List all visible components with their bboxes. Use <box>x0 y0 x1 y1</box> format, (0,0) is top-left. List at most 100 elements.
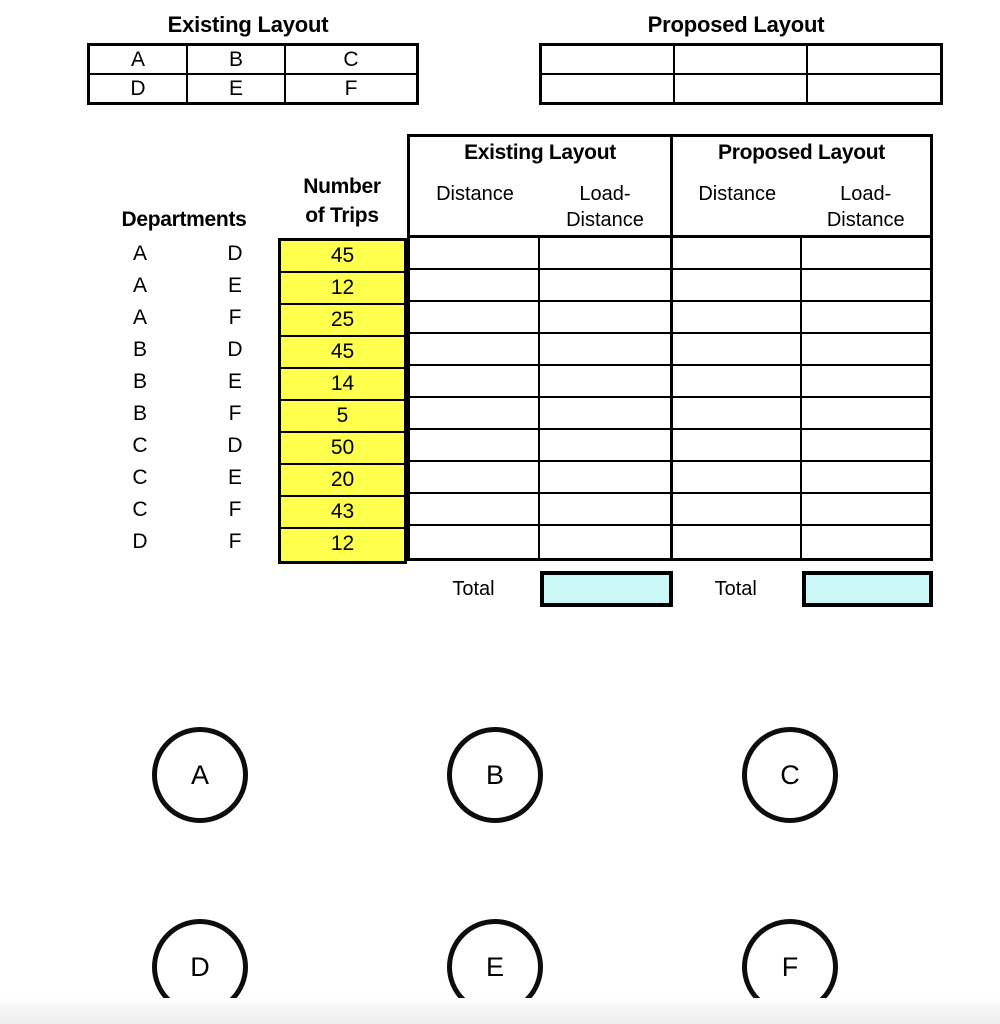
existing-layout-cell-b[interactable]: B <box>186 43 286 75</box>
proposed-measure-row <box>673 302 930 334</box>
existing-distance-cell[interactable] <box>410 398 540 428</box>
existing-measure-row <box>410 366 670 398</box>
department-from: B <box>132 402 147 425</box>
proposed-distance-cell[interactable] <box>673 398 802 428</box>
existing-layout-measures-header: Existing Layout Distance Load- Distance <box>410 137 670 238</box>
existing-layout-cell-a[interactable]: A <box>87 43 188 75</box>
proposed-layout-group-title: Proposed Layout <box>717 141 886 164</box>
existing-layout-cell-e[interactable]: E <box>186 73 286 105</box>
number-of-trips-cell[interactable]: 5 <box>281 401 404 433</box>
department-circle-a[interactable]: A <box>152 727 248 823</box>
existing-distance-column-header: Distance <box>436 183 514 205</box>
department-circle-f[interactable]: F <box>742 919 838 1015</box>
proposed-load-distance-cell[interactable] <box>801 398 930 428</box>
number-of-trips-cell[interactable]: 45 <box>281 337 404 369</box>
department-circle-d[interactable]: D <box>152 919 248 1015</box>
proposed-layout-cell-5[interactable] <box>673 73 808 105</box>
proposed-total-row: Total <box>670 571 933 607</box>
existing-layout-subheaders: Distance Load- Distance <box>410 181 670 233</box>
proposed-distance-cell[interactable] <box>673 334 802 364</box>
department-circle-c[interactable]: C <box>742 727 838 823</box>
proposed-load-distance-cell[interactable] <box>801 334 930 364</box>
proposed-distance-cell[interactable] <box>673 494 802 524</box>
department-to: D <box>227 338 243 361</box>
existing-total-value[interactable] <box>540 571 673 607</box>
existing-load-distance-cell[interactable] <box>540 494 670 524</box>
number-of-trips-cell[interactable]: 12 <box>281 273 404 305</box>
proposed-layout-row <box>539 73 943 105</box>
existing-load-distance-cell[interactable] <box>540 334 670 364</box>
proposed-measure-row <box>673 366 930 398</box>
proposed-load-distance-cell[interactable] <box>801 238 930 268</box>
existing-distance-cell[interactable] <box>410 494 540 524</box>
existing-load-distance-cell[interactable] <box>540 238 670 268</box>
proposed-distance-cell[interactable] <box>673 430 802 460</box>
existing-load-distance-cell[interactable] <box>540 430 670 460</box>
proposed-distance-cell[interactable] <box>673 238 802 268</box>
proposed-layout-row <box>539 43 943 75</box>
existing-distance-cell[interactable] <box>410 270 540 300</box>
proposed-measure-row <box>673 494 930 526</box>
existing-distance-cell[interactable] <box>410 526 540 558</box>
existing-measure-row <box>410 398 670 430</box>
existing-layout-row: A B C <box>87 43 419 75</box>
number-of-trips-cell[interactable]: 25 <box>281 305 404 337</box>
existing-load-distance-cell[interactable] <box>540 462 670 492</box>
proposed-layout-title: Proposed Layout <box>647 12 825 37</box>
proposed-load-distance-cell[interactable] <box>801 526 930 558</box>
existing-measure-row <box>410 494 670 526</box>
existing-distance-cell[interactable] <box>410 462 540 492</box>
existing-measure-row <box>410 302 670 334</box>
existing-distance-cell[interactable] <box>410 302 540 332</box>
existing-layout-cell-d[interactable]: D <box>87 73 188 105</box>
existing-distance-cell[interactable] <box>410 238 540 268</box>
number-of-trips-cell[interactable]: 14 <box>281 369 404 401</box>
proposed-load-distance-cell[interactable] <box>801 494 930 524</box>
proposed-layout-cell-6[interactable] <box>806 73 943 105</box>
department-to: D <box>227 434 243 457</box>
existing-load-distance-cell[interactable] <box>540 526 670 558</box>
proposed-distance-cell[interactable] <box>673 462 802 492</box>
number-of-trips-cell[interactable]: 45 <box>281 241 404 273</box>
proposed-layout-cell-4[interactable] <box>539 73 675 105</box>
proposed-distance-cell[interactable] <box>673 366 802 396</box>
number-of-trips-cell[interactable]: 12 <box>281 529 404 561</box>
number-of-trips-cell[interactable]: 43 <box>281 497 404 529</box>
proposed-distance-cell[interactable] <box>673 526 802 558</box>
existing-distance-cell[interactable] <box>410 366 540 396</box>
department-circle-e[interactable]: E <box>447 919 543 1015</box>
number-of-trips-cell[interactable]: 20 <box>281 465 404 497</box>
proposed-layout-cell-2[interactable] <box>673 43 808 75</box>
proposed-distance-cell[interactable] <box>673 302 802 332</box>
existing-load-distance-cell[interactable] <box>540 366 670 396</box>
proposed-distance-cell[interactable] <box>673 270 802 300</box>
proposed-load-distance-cell[interactable] <box>801 366 930 396</box>
department-from: B <box>132 338 147 361</box>
proposed-load-distance-header-line2: Distance <box>826 209 905 231</box>
existing-layout-cell-f[interactable]: F <box>284 73 419 105</box>
proposed-layout-cell-1[interactable] <box>539 43 675 75</box>
existing-layout-cell-c[interactable]: C <box>284 43 419 75</box>
existing-distance-cell[interactable] <box>410 334 540 364</box>
existing-load-distance-cell[interactable] <box>540 398 670 428</box>
proposed-load-distance-cell[interactable] <box>801 462 930 492</box>
proposed-layout-measures: Proposed Layout Distance Load- Distance <box>670 134 933 561</box>
proposed-total-value[interactable] <box>801 571 933 607</box>
existing-distance-cell[interactable] <box>410 430 540 460</box>
department-to: F <box>228 530 242 553</box>
existing-load-distance-cell[interactable] <box>540 302 670 332</box>
department-to: F <box>228 498 242 521</box>
number-of-trips-cell[interactable]: 50 <box>281 433 404 465</box>
department-circle-b[interactable]: B <box>447 727 543 823</box>
department-from: C <box>132 434 148 457</box>
proposed-layout-cell-3[interactable] <box>806 43 943 75</box>
proposed-load-distance-cell[interactable] <box>801 270 930 300</box>
proposed-load-distance-cell[interactable] <box>801 302 930 332</box>
existing-load-distance-cell[interactable] <box>540 270 670 300</box>
proposed-load-distance-cell[interactable] <box>801 430 930 460</box>
